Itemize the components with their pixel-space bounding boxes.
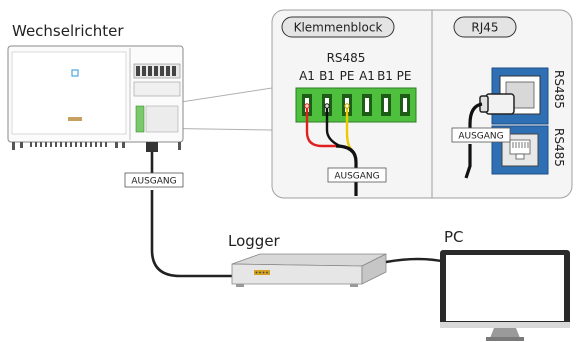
- rj45-title: RJ45: [453, 16, 517, 38]
- cable-gland-icon: [146, 142, 158, 152]
- inverter-to-logger-cable: [150, 190, 238, 278]
- rs485-group-label: RS485: [327, 51, 366, 65]
- brand-plate: [68, 117, 82, 121]
- logger: [231, 253, 387, 287]
- svg-text:AUSGANG: AUSGANG: [131, 177, 176, 187]
- svg-text:AUSGANG: AUSGANG: [334, 172, 379, 182]
- pin-label: PE: [397, 69, 412, 83]
- rj45-plug-icon: [464, 93, 515, 179]
- terminal-wires: [305, 106, 358, 196]
- pc-label: PC: [444, 228, 464, 246]
- terminal-block: [295, 87, 417, 123]
- pin-label: A1: [299, 69, 315, 83]
- port-top-label: RS485: [552, 70, 566, 109]
- output-tag-inverter: AUSGANG: [124, 172, 184, 188]
- pin-contact-icon: [344, 103, 350, 109]
- pc-monitor-icon: [440, 250, 570, 341]
- pin-label: B1: [319, 69, 335, 83]
- terminal-cable-jacket: [335, 144, 358, 168]
- logger-port-icon: [254, 270, 270, 275]
- terminal-block-title: Klemmenblock: [281, 16, 395, 38]
- pin-labels: A1 B1 PE A1 B1 PE: [299, 69, 411, 83]
- red-wire-a1: [305, 106, 338, 148]
- pin-label: A1: [359, 69, 375, 83]
- logger-to-pc-cable: [385, 257, 447, 264]
- output-tag-terminal: AUSGANG: [327, 167, 387, 183]
- inverter-label: Wechselrichter: [12, 22, 124, 40]
- logger-label: Logger: [228, 232, 281, 250]
- pin-contact-icon: [324, 103, 330, 109]
- svg-text:AUSGANG: AUSGANG: [458, 132, 503, 142]
- svg-text:Klemmenblock: Klemmenblock: [294, 21, 383, 35]
- output-tag-rj45: AUSGANG: [451, 127, 511, 143]
- pin-contact-icon: [304, 103, 310, 109]
- status-led-icon: [71, 69, 79, 77]
- pin-label: B1: [377, 69, 393, 83]
- pin-label: PE: [340, 69, 355, 83]
- inverter: [7, 45, 184, 152]
- inverter-comm-terminal: [135, 105, 145, 133]
- port-bottom-label: RS485: [552, 128, 566, 167]
- svg-text:RJ45: RJ45: [471, 21, 498, 35]
